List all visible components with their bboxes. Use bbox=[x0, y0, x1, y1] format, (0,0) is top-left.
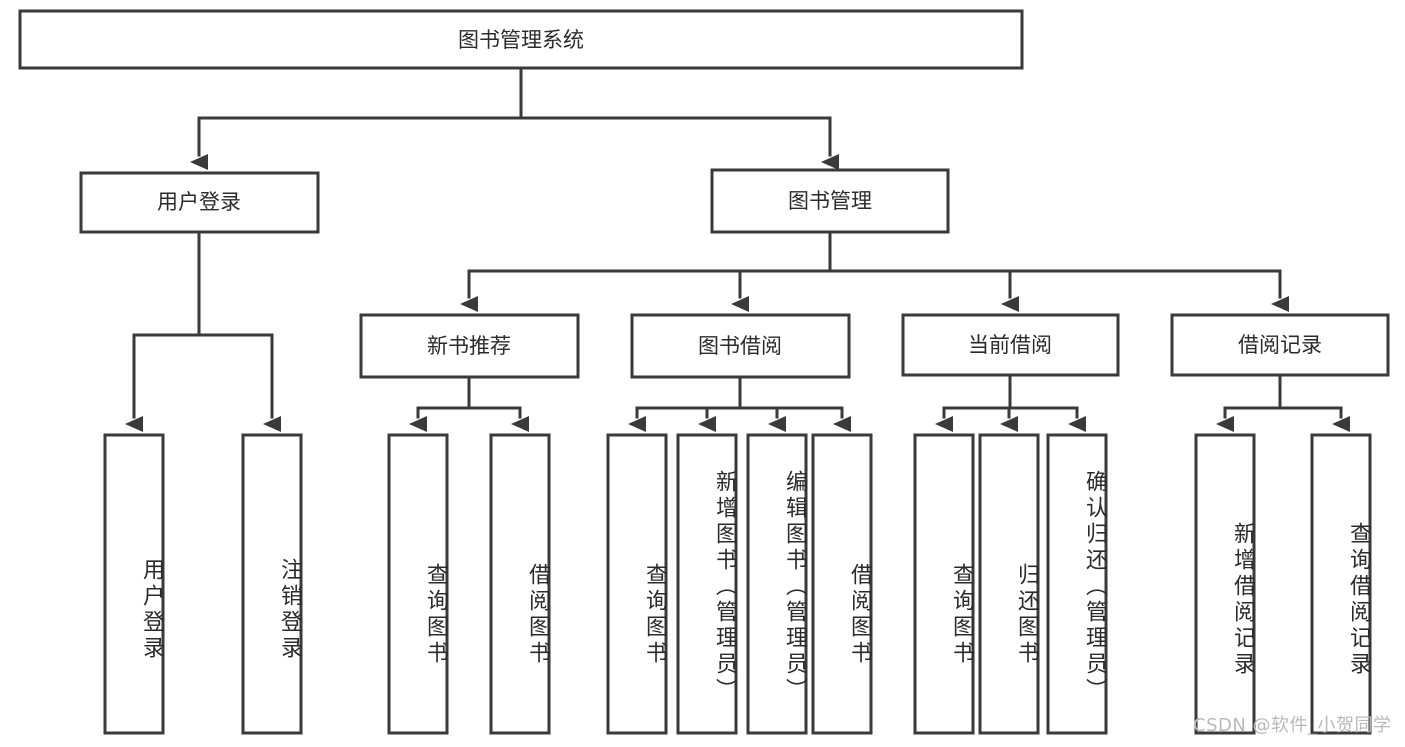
connector-bookborrow-to-leaves bbox=[628, 375, 851, 432]
connector-currentborrow-to-leaves bbox=[935, 373, 1086, 432]
connector-newbook-to-leaves bbox=[409, 375, 529, 432]
leaf-box-book-borrow-1[interactable] bbox=[606, 433, 668, 735]
node-borrow-record-label: 借阅记录 bbox=[1238, 333, 1322, 357]
node-book-borrow-label: 图书借阅 bbox=[698, 334, 782, 358]
leaf-box-book-borrow-4[interactable] bbox=[811, 433, 873, 735]
node-new-book-recommend[interactable]: 新书推荐 bbox=[359, 313, 580, 379]
leaf-box-book-borrow-3[interactable] bbox=[746, 433, 808, 735]
node-user-login[interactable]: 用户登录 bbox=[79, 171, 320, 234]
leaf-box-current-borrow-3[interactable] bbox=[1046, 433, 1108, 735]
node-book-management[interactable]: 图书管理 bbox=[710, 168, 950, 234]
leaf-box-current-borrow-1[interactable] bbox=[913, 433, 975, 735]
node-borrow-record[interactable]: 借阅记录 bbox=[1170, 313, 1390, 377]
node-user-login-label: 用户登录 bbox=[157, 190, 241, 214]
node-root-label: 图书管理系统 bbox=[458, 28, 584, 52]
leaf-box-user-login-1[interactable] bbox=[103, 433, 165, 735]
connector-borrowrecord-to-leaves bbox=[1216, 373, 1350, 432]
leaf-box-new-book-1[interactable] bbox=[387, 433, 449, 735]
csdn-watermark: CSDN @软件_小贺同学 bbox=[1193, 715, 1392, 736]
leaf-box-book-borrow-2[interactable] bbox=[676, 433, 738, 735]
connector-userlogin-to-leaves bbox=[125, 230, 281, 432]
node-current-borrow-label: 当前借阅 bbox=[968, 333, 1052, 357]
leaf-box-user-login-2[interactable] bbox=[241, 433, 303, 735]
node-book-management-label: 图书管理 bbox=[788, 189, 872, 213]
leaf-box-borrow-record-1[interactable] bbox=[1194, 433, 1256, 735]
leaf-box-borrow-record-2[interactable] bbox=[1310, 433, 1372, 735]
node-book-borrow[interactable]: 图书借阅 bbox=[630, 313, 851, 379]
node-root[interactable]: 图书管理系统 bbox=[18, 9, 1024, 70]
connector-bookmgmt-to-level3 bbox=[460, 230, 1289, 312]
leaf-box-new-book-2[interactable] bbox=[489, 433, 551, 735]
connector-root-to-level2 bbox=[190, 66, 839, 170]
node-new-book-recommend-label: 新书推荐 bbox=[427, 334, 511, 358]
node-current-borrow[interactable]: 当前借阅 bbox=[901, 313, 1120, 377]
leaf-box-current-borrow-2[interactable] bbox=[978, 433, 1040, 735]
